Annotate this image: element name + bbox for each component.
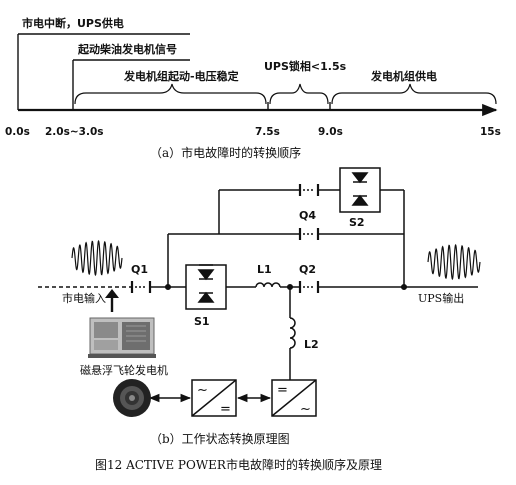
event-outage-label: 市电中断，UPS供电 bbox=[22, 16, 124, 30]
label-q2: Q2 bbox=[299, 263, 316, 276]
tick-label-15: 15s bbox=[480, 126, 501, 138]
junction-l2 bbox=[286, 283, 294, 291]
junction-output bbox=[400, 283, 408, 291]
ups-output-label: UPS输出 bbox=[418, 291, 464, 305]
brace-lock-phase bbox=[269, 83, 329, 105]
converter-left bbox=[191, 379, 237, 417]
brace-start-phase bbox=[74, 83, 267, 105]
generator-label: 磁悬浮飞轮发电机 bbox=[80, 363, 168, 377]
switch-s1 bbox=[185, 264, 227, 310]
breaker-q4 bbox=[298, 228, 320, 240]
converter-right-symbol-1: = bbox=[277, 383, 288, 398]
converter-right-symbol-2: ~ bbox=[300, 402, 311, 417]
converter-right bbox=[271, 379, 317, 417]
output-waveform-icon bbox=[427, 243, 481, 281]
mains-source-arrow-head bbox=[105, 289, 119, 298]
phase-lock-label: UPS锁相<1.5s bbox=[264, 59, 347, 73]
converter-left-symbol-2: = bbox=[220, 402, 231, 417]
converter-left-symbol-1: ~ bbox=[197, 383, 208, 398]
event-diesel-label: 起动柴油发电机信号 bbox=[77, 42, 177, 56]
breaker-q1 bbox=[130, 281, 152, 293]
brace-supply-phase bbox=[331, 83, 497, 105]
tick-label-9: 9.0s bbox=[318, 126, 343, 138]
phase-start-label: 发电机组起动-电压稳定 bbox=[123, 69, 239, 83]
inductor-l2 bbox=[289, 317, 296, 349]
figure-caption: 图12 ACTIVE POWER市电故障时的转换顺序及原理 bbox=[95, 457, 382, 472]
flywheel-generator-icon bbox=[113, 379, 151, 417]
label-s1: S1 bbox=[194, 315, 210, 328]
label-l1: L1 bbox=[257, 263, 272, 276]
label-s2: S2 bbox=[349, 216, 365, 229]
label-q4: Q4 bbox=[299, 209, 316, 222]
circuit bbox=[38, 167, 478, 417]
tick-label-7-5: 7.5s bbox=[255, 126, 280, 138]
label-q1: Q1 bbox=[131, 263, 148, 276]
tick-label-0: 0.0s bbox=[5, 126, 30, 138]
caption-a: （a）市电故障时的转换顺序 bbox=[150, 145, 301, 160]
label-l2: L2 bbox=[304, 338, 319, 351]
breaker-top bbox=[298, 184, 320, 196]
phase-supply-label: 发电机组供电 bbox=[370, 69, 437, 83]
mains-input-label: 市电输入 bbox=[62, 291, 106, 305]
junction-q1 bbox=[164, 283, 172, 291]
caption-b: （b）工作状态转换原理图 bbox=[150, 431, 290, 446]
tick-label-2-3: 2.0s~3.0s bbox=[45, 126, 104, 138]
diesel-generator-picture bbox=[88, 317, 156, 358]
switch-s2 bbox=[339, 167, 381, 213]
timeline: 市电中断，UPS供电 起动柴油发电机信号 发电机组起动-电压稳定 UPS锁相<1… bbox=[5, 16, 501, 138]
inductor-l1 bbox=[255, 282, 281, 288]
breaker-q2 bbox=[298, 281, 320, 293]
input-waveform-icon bbox=[71, 239, 123, 277]
